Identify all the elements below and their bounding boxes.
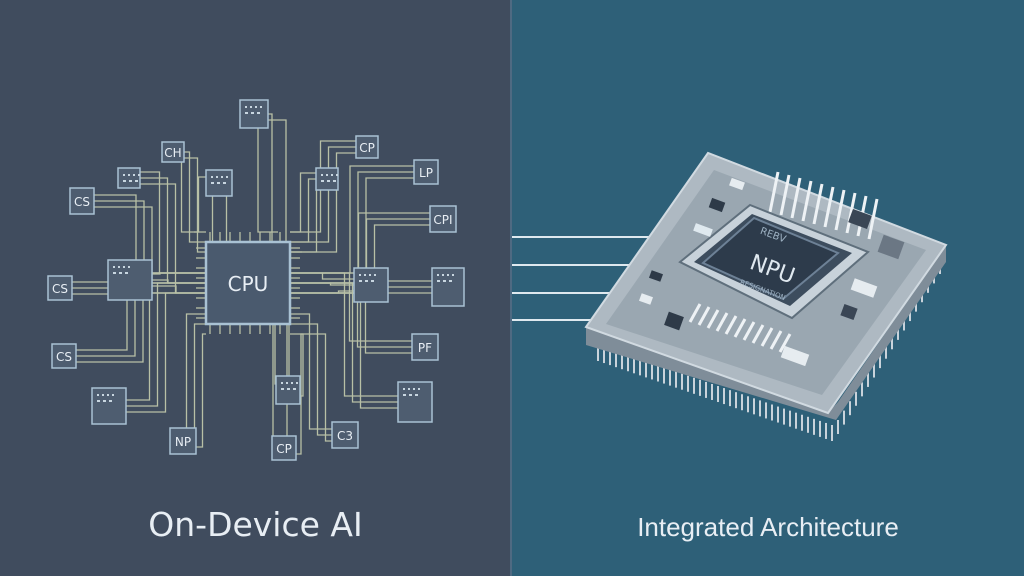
peripheral-chip — [275, 375, 301, 405]
right-caption: Integrated Architecture — [637, 512, 899, 542]
peripheral-chip — [91, 387, 127, 425]
peripheral-chip-label: CH — [164, 146, 181, 160]
peripheral-chip — [107, 259, 153, 301]
peripheral-chip-label: CPI — [433, 213, 452, 227]
processor-package: REBV NPU RESIGNATION — [584, 151, 948, 441]
cpu-label: CPU — [228, 272, 269, 296]
peripheral-chip-label: LP — [419, 166, 433, 180]
peripheral-chip-label: CS — [52, 282, 68, 296]
peripheral-chip-label: CP — [359, 141, 375, 155]
board-components — [638, 177, 905, 367]
peripheral-chip: PF — [411, 333, 439, 361]
peripheral-chip: CS — [47, 275, 73, 301]
peripheral-chip: CH — [161, 141, 185, 163]
cpu-chip: CPU — [204, 240, 292, 326]
peripheral-chip-label: PF — [418, 341, 432, 355]
peripheral-chip-label: C3 — [337, 429, 353, 443]
peripheral-chip: CS — [51, 343, 77, 369]
peripheral-chip: LP — [413, 159, 439, 185]
left-caption: On-Device AI — [148, 505, 363, 544]
peripheral-chip — [315, 167, 339, 191]
panel-divider — [510, 0, 512, 576]
peripheral-chip: CP — [355, 135, 379, 159]
peripheral-chip — [431, 267, 465, 307]
peripheral-chip: NP — [169, 427, 197, 455]
peripheral-chip — [397, 381, 433, 423]
peripheral-chip — [205, 169, 233, 197]
peripheral-chip — [117, 167, 141, 189]
peripheral-chip-label: CS — [56, 350, 72, 364]
peripheral-chip-label: NP — [175, 435, 191, 449]
peripheral-chip-label: CP — [276, 442, 292, 456]
peripheral-chip — [353, 267, 389, 303]
peripheral-chip: C3 — [331, 421, 359, 449]
peripheral-chip: CS — [69, 187, 95, 215]
peripheral-chip: CP — [271, 435, 297, 461]
peripheral-chip: CPI — [429, 205, 457, 233]
peripheral-chips: CH CP LP CS CPI CS CS PF NP CP C3 — [47, 99, 465, 461]
peripheral-chip-label: CS — [74, 195, 90, 209]
peripheral-chip — [239, 99, 269, 129]
